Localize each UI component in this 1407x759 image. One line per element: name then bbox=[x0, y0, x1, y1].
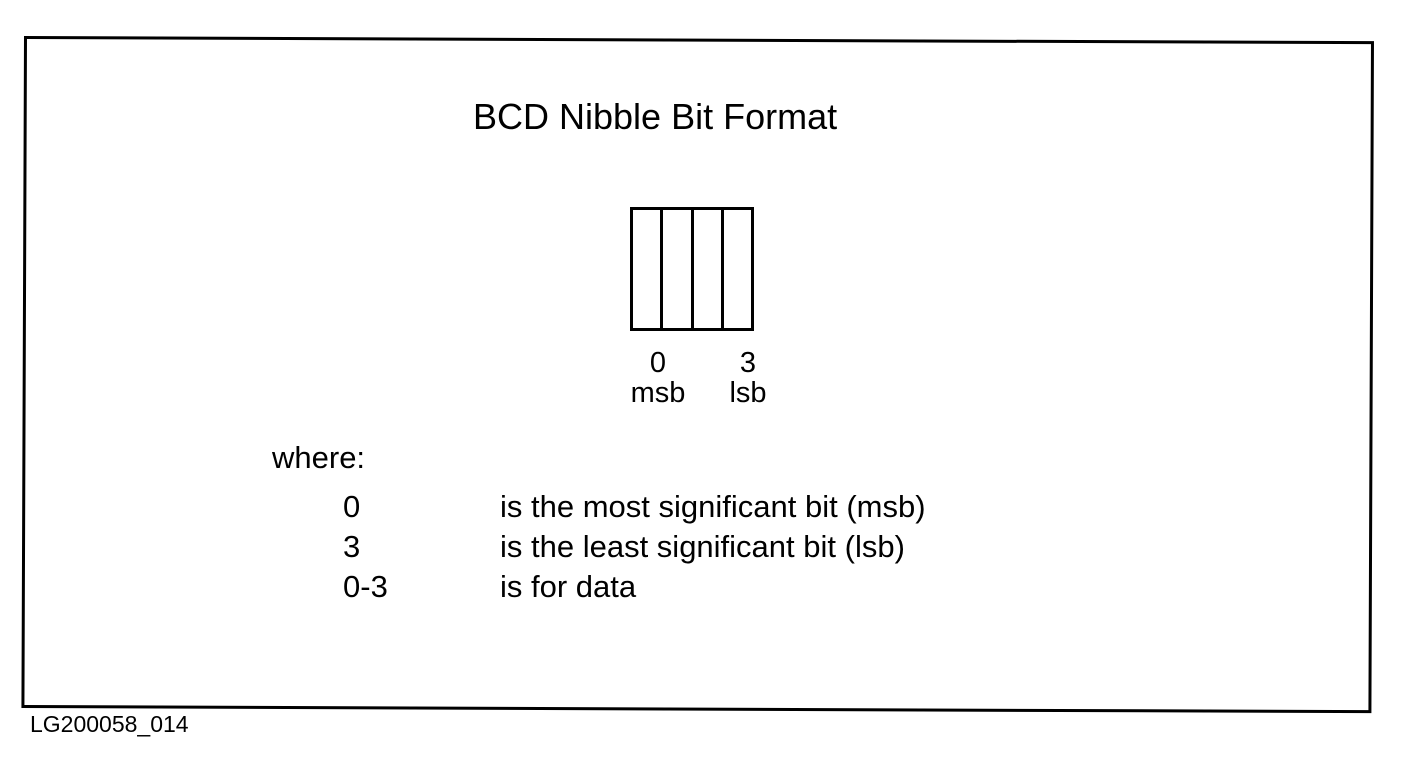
msb-name: msb bbox=[630, 377, 686, 409]
bit-cell bbox=[694, 210, 724, 328]
legend-term: 0 bbox=[343, 489, 361, 524]
legend-heading: where: bbox=[272, 440, 366, 475]
lsb-bit-number: 3 bbox=[739, 347, 757, 379]
figure-id-caption: LG200058_014 bbox=[30, 711, 189, 737]
legend-row: 3 is the least significant bit (lsb) bbox=[0, 527, 1407, 567]
bit-cell bbox=[724, 210, 751, 328]
lsb-label: 3 lsb bbox=[712, 348, 784, 408]
legend-term: 0-3 bbox=[343, 569, 388, 604]
legend-row: 0-3 is for data bbox=[0, 567, 1407, 607]
legend-term: 3 bbox=[343, 529, 361, 564]
legend-description: is the least significant bit (lsb) bbox=[500, 529, 905, 564]
legend-description: is the most significant bit (msb) bbox=[500, 489, 926, 524]
msb-label: 0 msb bbox=[612, 348, 704, 408]
diagram-title: BCD Nibble Bit Format bbox=[473, 96, 838, 137]
nibble-box bbox=[630, 207, 754, 331]
bit-cell bbox=[663, 210, 694, 328]
msb-bit-number: 0 bbox=[649, 347, 667, 379]
bit-cell bbox=[633, 210, 664, 328]
lsb-name: lsb bbox=[729, 377, 767, 409]
legend-description: is for data bbox=[500, 569, 637, 604]
legend-row: 0 is the most significant bit (msb) bbox=[0, 487, 1407, 527]
